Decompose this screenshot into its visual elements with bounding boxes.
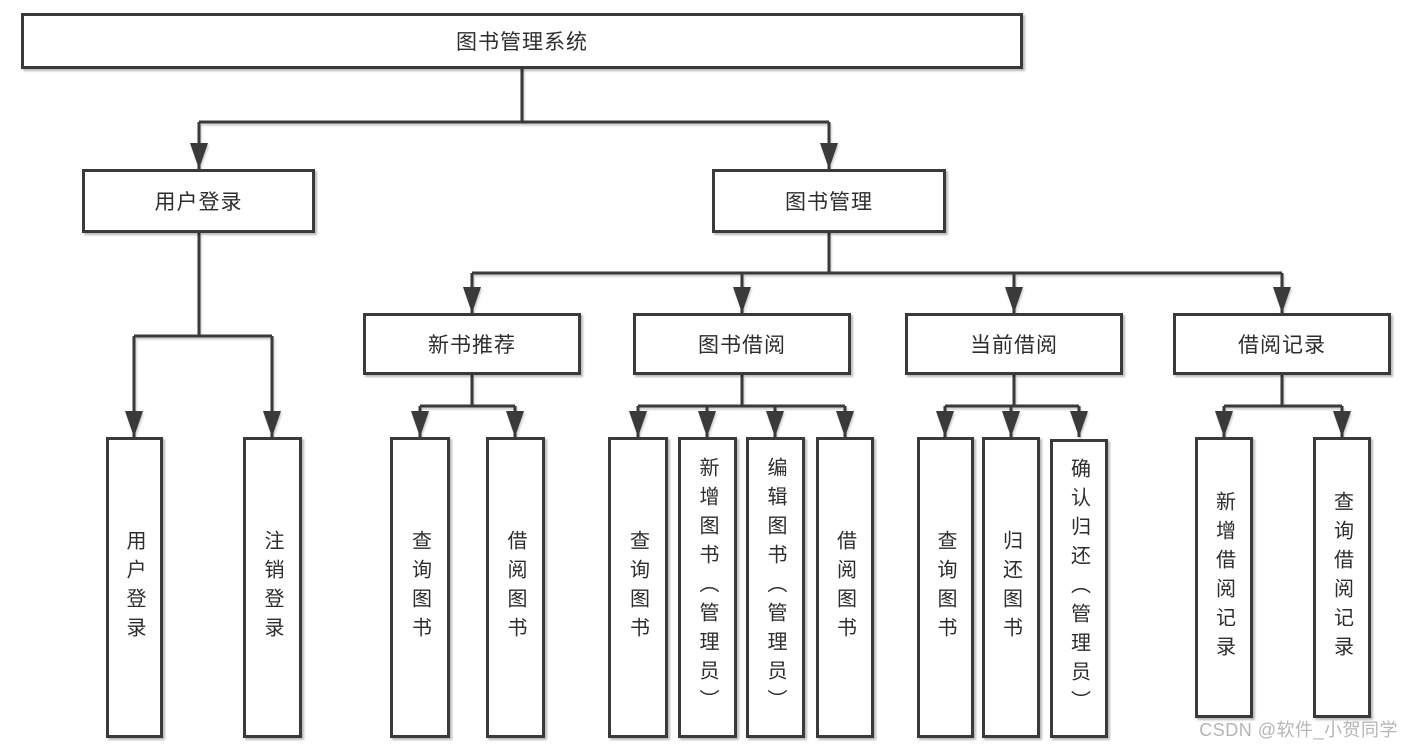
- leaf-query-books-current: 查询图书: [917, 437, 974, 738]
- leaf-query-books-recommend: 查询图书: [390, 437, 450, 738]
- leaf-query-books-borrow: 查询图书: [608, 437, 668, 738]
- leaf-user-login: 用户登录: [106, 437, 163, 738]
- leaf-borrow-books-recommend: 借阅图书: [486, 437, 545, 738]
- leaf-borrow-books: 借阅图书: [816, 437, 874, 738]
- node-library-management-system: 图书管理系统: [21, 13, 1023, 69]
- leaf-logout: 注销登录: [243, 437, 302, 738]
- node-new-book-recommendation: 新书推荐: [363, 313, 581, 375]
- node-current-borrowing: 当前借阅: [905, 313, 1123, 375]
- leaf-add-books-admin: 新增图书（管理员）: [678, 437, 737, 738]
- watermark: CSDN @软件_小贺同学: [1199, 720, 1398, 740]
- leaf-add-borrow-record: 新增借阅记录: [1195, 437, 1253, 718]
- leaf-return-books: 归还图书: [982, 437, 1040, 738]
- node-book-management: 图书管理: [712, 169, 946, 233]
- leaf-edit-books-admin: 编辑图书（管理员）: [746, 437, 805, 738]
- arrowheads: [125, 143, 1351, 437]
- node-borrowing-records: 借阅记录: [1173, 313, 1391, 375]
- leaf-confirm-return-admin: 确认归还（管理员）: [1050, 439, 1108, 738]
- node-book-borrowing: 图书借阅: [633, 313, 851, 375]
- leaf-query-borrow-record: 查询借阅记录: [1313, 437, 1371, 718]
- node-user-login: 用户登录: [82, 169, 315, 233]
